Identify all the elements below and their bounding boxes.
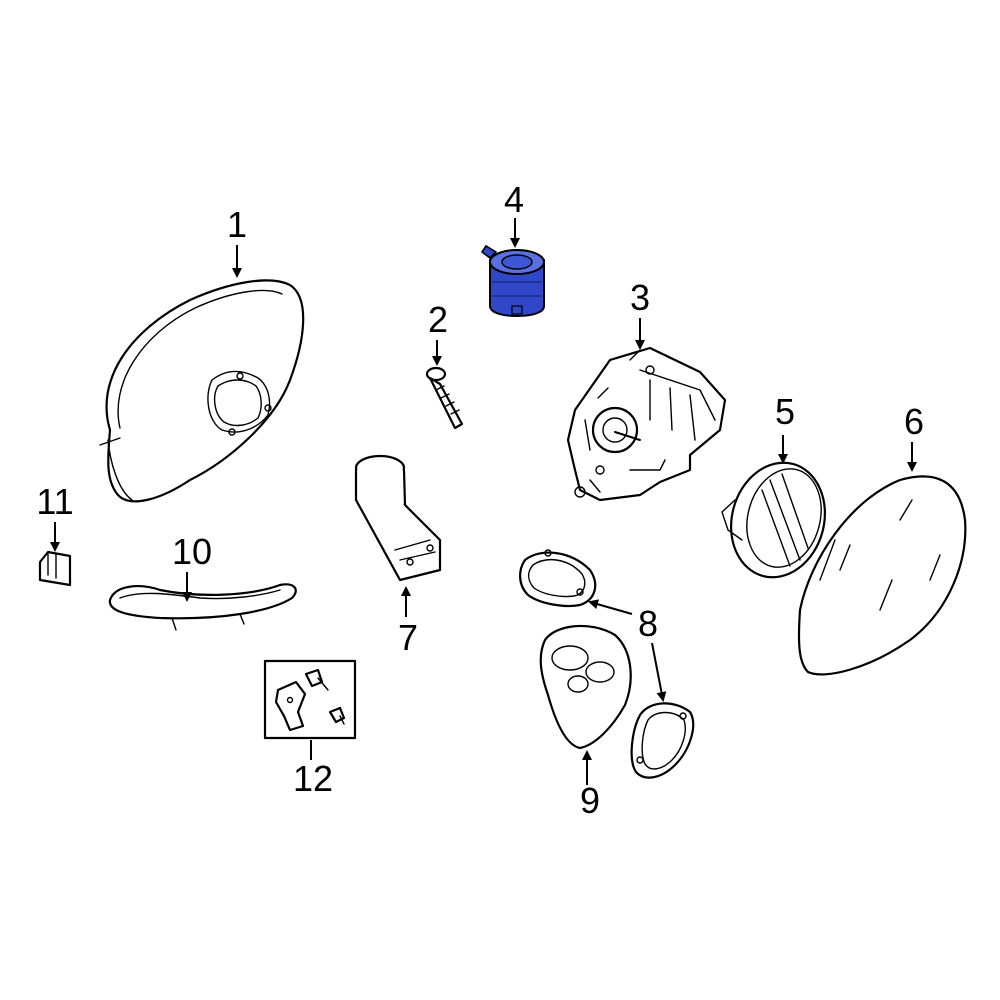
part-9-housing-base[interactable] xyxy=(539,624,632,750)
callout-3[interactable]: 3 xyxy=(630,277,650,318)
callout-8[interactable]: 8 xyxy=(638,603,658,644)
part-3-motor-housing[interactable] xyxy=(566,346,727,502)
part-5-mount-ring[interactable] xyxy=(719,452,838,588)
callout-7[interactable]: 7 xyxy=(398,617,418,658)
leader-8-lower xyxy=(651,642,667,702)
callout-2[interactable]: 2 xyxy=(428,299,448,340)
callout-9[interactable]: 9 xyxy=(580,780,600,821)
leader-8-upper xyxy=(588,599,633,615)
part-2-bolt[interactable] xyxy=(425,366,464,430)
callout-10[interactable]: 10 xyxy=(172,531,212,572)
callout-5[interactable]: 5 xyxy=(775,391,795,432)
callout-12[interactable]: 12 xyxy=(293,758,333,799)
callout-labels: 1 2 3 4 5 6 7 8 9 10 11 12 xyxy=(36,179,924,821)
part-12-hardware-kit[interactable] xyxy=(263,659,357,740)
part-4-actuator-highlighted[interactable] xyxy=(480,244,545,318)
leader-lines xyxy=(50,218,917,785)
part-8-gasket-upper[interactable] xyxy=(519,549,597,608)
callout-1[interactable]: 1 xyxy=(227,204,247,245)
callout-6[interactable]: 6 xyxy=(904,401,924,442)
callout-11[interactable]: 11 xyxy=(36,481,73,522)
part-10-turn-signal[interactable] xyxy=(108,583,297,631)
callout-4[interactable]: 4 xyxy=(504,179,524,220)
part-8-gasket-lower[interactable] xyxy=(630,702,695,779)
part-11-clip[interactable] xyxy=(38,550,72,587)
part-6-mirror-glass[interactable] xyxy=(797,475,967,676)
part-7-bracket[interactable] xyxy=(354,454,442,582)
part-1-mirror-cover[interactable] xyxy=(99,279,305,503)
